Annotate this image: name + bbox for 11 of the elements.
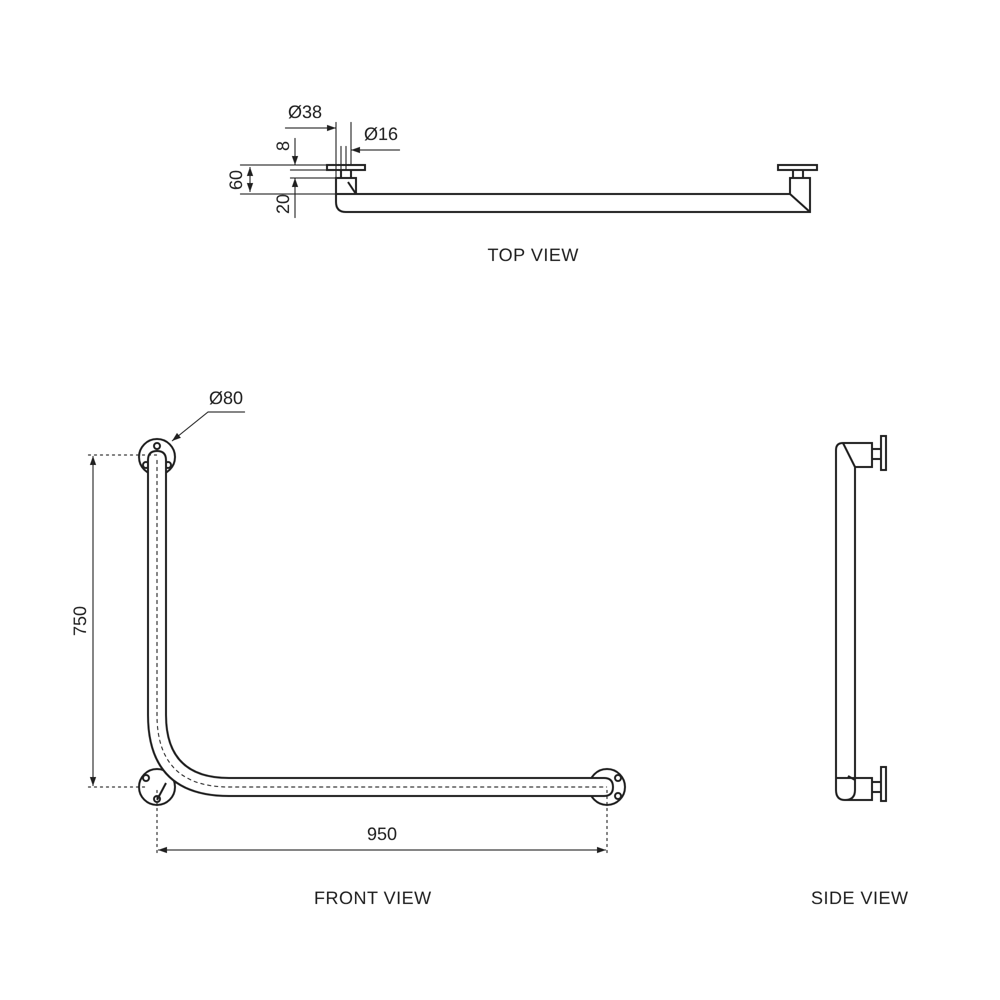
dimension-value: 8 [274,141,292,151]
view-title: TOP VIEW [488,246,579,264]
view-title: SIDE VIEW [811,889,909,907]
dimension-value: 950 [367,825,398,843]
view-title: FRONT VIEW [314,889,432,907]
dimension-value: Ø80 [209,389,244,407]
dimension-value: Ø38 [288,103,322,121]
dimension-value: 750 [71,606,90,636]
dimension-value: 60 [227,170,246,190]
dimension-value: Ø16 [364,125,398,143]
dimension-value: 20 [274,194,292,214]
